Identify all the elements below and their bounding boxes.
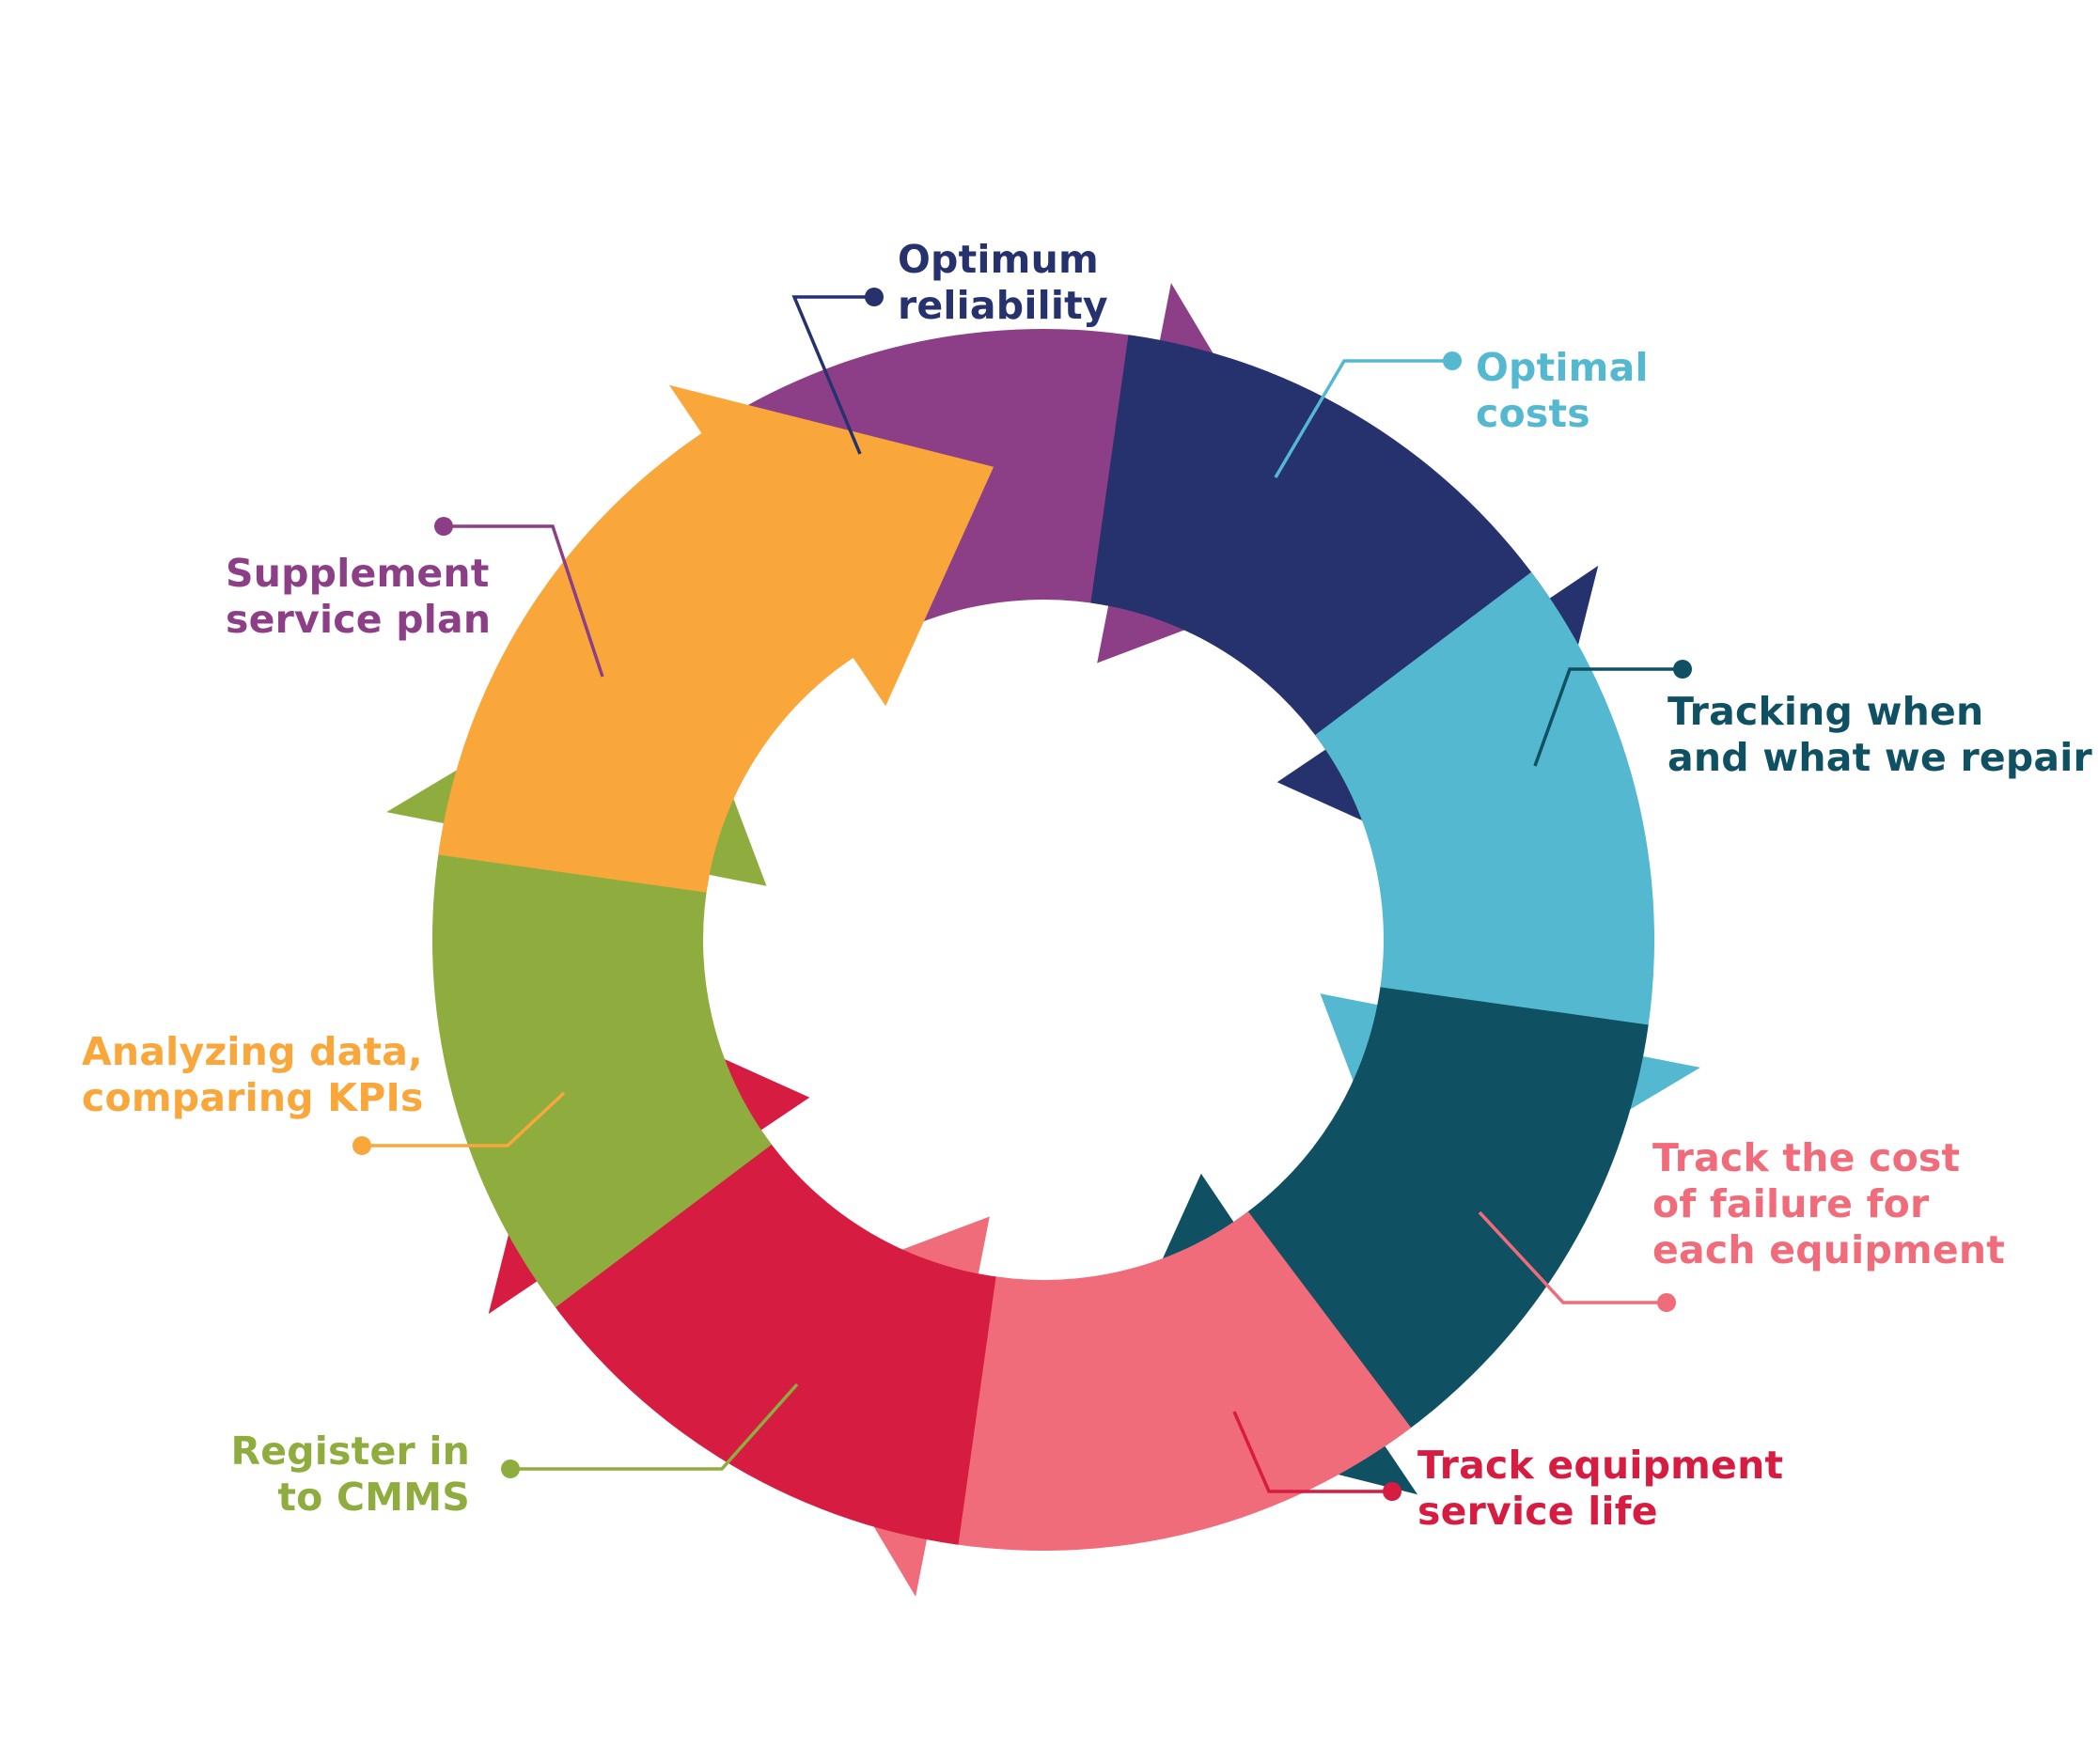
label-line: service life	[1417, 1489, 1658, 1534]
leader-dot-cmms	[501, 1460, 520, 1478]
leader-line-failure	[1478, 1210, 1667, 1304]
cycle-arrows	[386, 283, 1700, 1597]
label-service-life: Track equipment service life	[1417, 1443, 1783, 1535]
label-line: Optimum	[898, 237, 1099, 282]
label-register-cmms: Register in to CMMS	[230, 1428, 470, 1521]
leader-line-reliability	[791, 295, 874, 455]
label-line: of failure for	[1652, 1181, 1930, 1226]
leader-dot-service-life	[1383, 1482, 1401, 1501]
label-line: and what we repair	[1667, 735, 2092, 780]
label-tracking-repairs: Tracking when and what we repair	[1667, 689, 2092, 781]
label-line: comparing KPIs	[82, 1075, 424, 1120]
label-line: Tracking when	[1667, 689, 1984, 734]
label-line: Track the cost	[1652, 1135, 1961, 1180]
leader-lines	[352, 288, 1692, 1501]
label-supplement-plan: Supplement service plan	[226, 551, 491, 643]
label-optimum-reliability: Optimum reliability	[898, 237, 1108, 329]
leader-dot-kpi	[352, 1136, 371, 1155]
label-cost-of-failure: Track the cost of failure for each equip…	[1652, 1135, 2005, 1273]
label-line: to CMMS	[277, 1475, 470, 1520]
leader-dot-plan	[434, 517, 453, 536]
leader-dot-failure	[1657, 1293, 1676, 1312]
leader-dot-tracking	[1673, 660, 1692, 679]
label-line: Supplement	[226, 551, 490, 596]
leader-dot-costs	[1443, 351, 1462, 370]
label-line: costs	[1476, 391, 1590, 436]
label-line: service plan	[226, 597, 492, 642]
label-line: Optimal	[1476, 345, 1649, 390]
label-line: Register in	[230, 1428, 470, 1474]
arrow-kpi	[438, 384, 994, 893]
leader-line-costs	[1274, 359, 1452, 478]
leader-line-cmms	[510, 1382, 799, 1471]
leader-dot-reliability	[865, 288, 884, 306]
label-analyzing-kpis: Analyzing data, comparing KPIs	[82, 1029, 424, 1121]
leader-line-tracking	[1533, 667, 1683, 767]
label-line: each equipment	[1652, 1227, 2006, 1272]
label-line: Analyzing data,	[82, 1029, 423, 1074]
leader-line-kpi	[362, 1091, 566, 1147]
leader-line-service-life	[1232, 1411, 1392, 1493]
label-optimal-costs: Optimal costs	[1476, 345, 1649, 437]
label-line: Track equipment	[1417, 1443, 1784, 1488]
label-line: reliability	[898, 283, 1108, 328]
leader-line-plan	[444, 524, 604, 678]
